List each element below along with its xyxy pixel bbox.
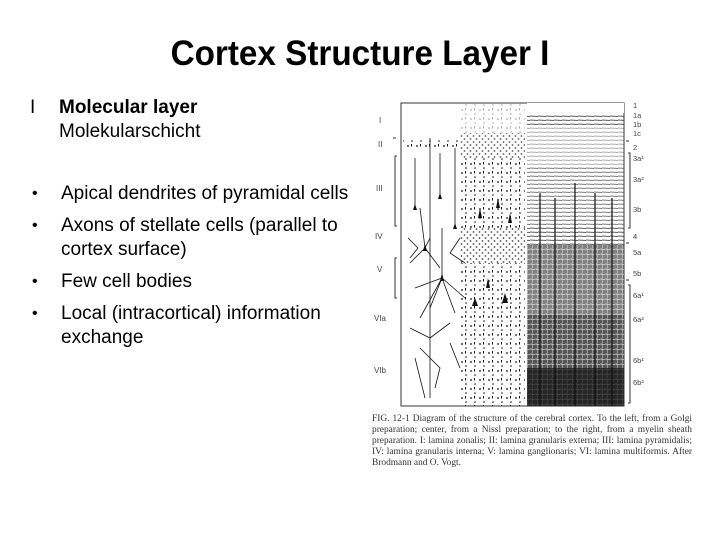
layer-label-via: VIa [374, 314, 387, 323]
svg-text:6b¹: 6b¹ [633, 356, 644, 365]
layer-label-ii: II [378, 140, 382, 149]
bullet-icon: • [32, 273, 38, 290]
layer-label-vib: VIb [374, 366, 387, 375]
svg-text:6b²: 6b² [633, 378, 644, 387]
svg-text:1a: 1a [633, 111, 642, 120]
svg-text:1: 1 [633, 101, 637, 110]
svg-text:6a²: 6a² [633, 315, 644, 324]
svg-text:5a: 5a [633, 248, 642, 257]
bullet-item: • Apical dendrites of pyramidal cells [30, 182, 360, 206]
bullet-text: Local (intracortical) information exchan… [61, 303, 321, 348]
figure-caption: FIG. 12-1 Diagram of the structure of th… [372, 414, 692, 468]
slide-title: Cortex Structure Layer I [170, 34, 550, 73]
layer-name: Molecular layer [59, 97, 198, 118]
svg-text:3a¹: 3a¹ [633, 154, 644, 163]
svg-text:6a¹: 6a¹ [633, 291, 644, 300]
layer-heading: I Molecular layer Molekularschicht [30, 96, 360, 144]
bullet-icon: • [32, 217, 38, 234]
bullet-item: • Few cell bodies [30, 270, 360, 294]
layer-label-v: V [377, 265, 383, 274]
bullet-text: Few cell bodies [61, 271, 192, 292]
bullet-icon: • [32, 305, 38, 322]
bullet-item: • Local (intracortical) information exch… [30, 302, 360, 350]
svg-text:3a²: 3a² [633, 175, 644, 184]
layer-label-iv: IV [375, 232, 383, 241]
bullet-text: Apical dendrites of pyramidal cells [61, 183, 349, 204]
content-list: I Molecular layer Molekularschicht • Api… [30, 96, 360, 358]
layer-label-iii: III [376, 184, 383, 193]
svg-text:5b: 5b [633, 269, 641, 278]
svg-text:1c: 1c [633, 129, 641, 138]
svg-text:3b: 3b [633, 205, 641, 214]
cortex-diagram: I II III IV V VIa VIb [374, 101, 644, 407]
bullet-icon: • [32, 185, 38, 202]
layer-numeral: I [30, 97, 36, 118]
svg-text:4: 4 [633, 232, 637, 241]
layer-german-name: Molekularschicht [59, 121, 201, 142]
bullet-item: • Axons of stellate cells (parallel to c… [30, 214, 360, 262]
svg-text:1b: 1b [633, 120, 641, 129]
layer-label-i: I [379, 116, 381, 125]
bullet-text: Axons of stellate cells (parallel to cor… [61, 215, 338, 260]
svg-text:2: 2 [633, 143, 637, 152]
